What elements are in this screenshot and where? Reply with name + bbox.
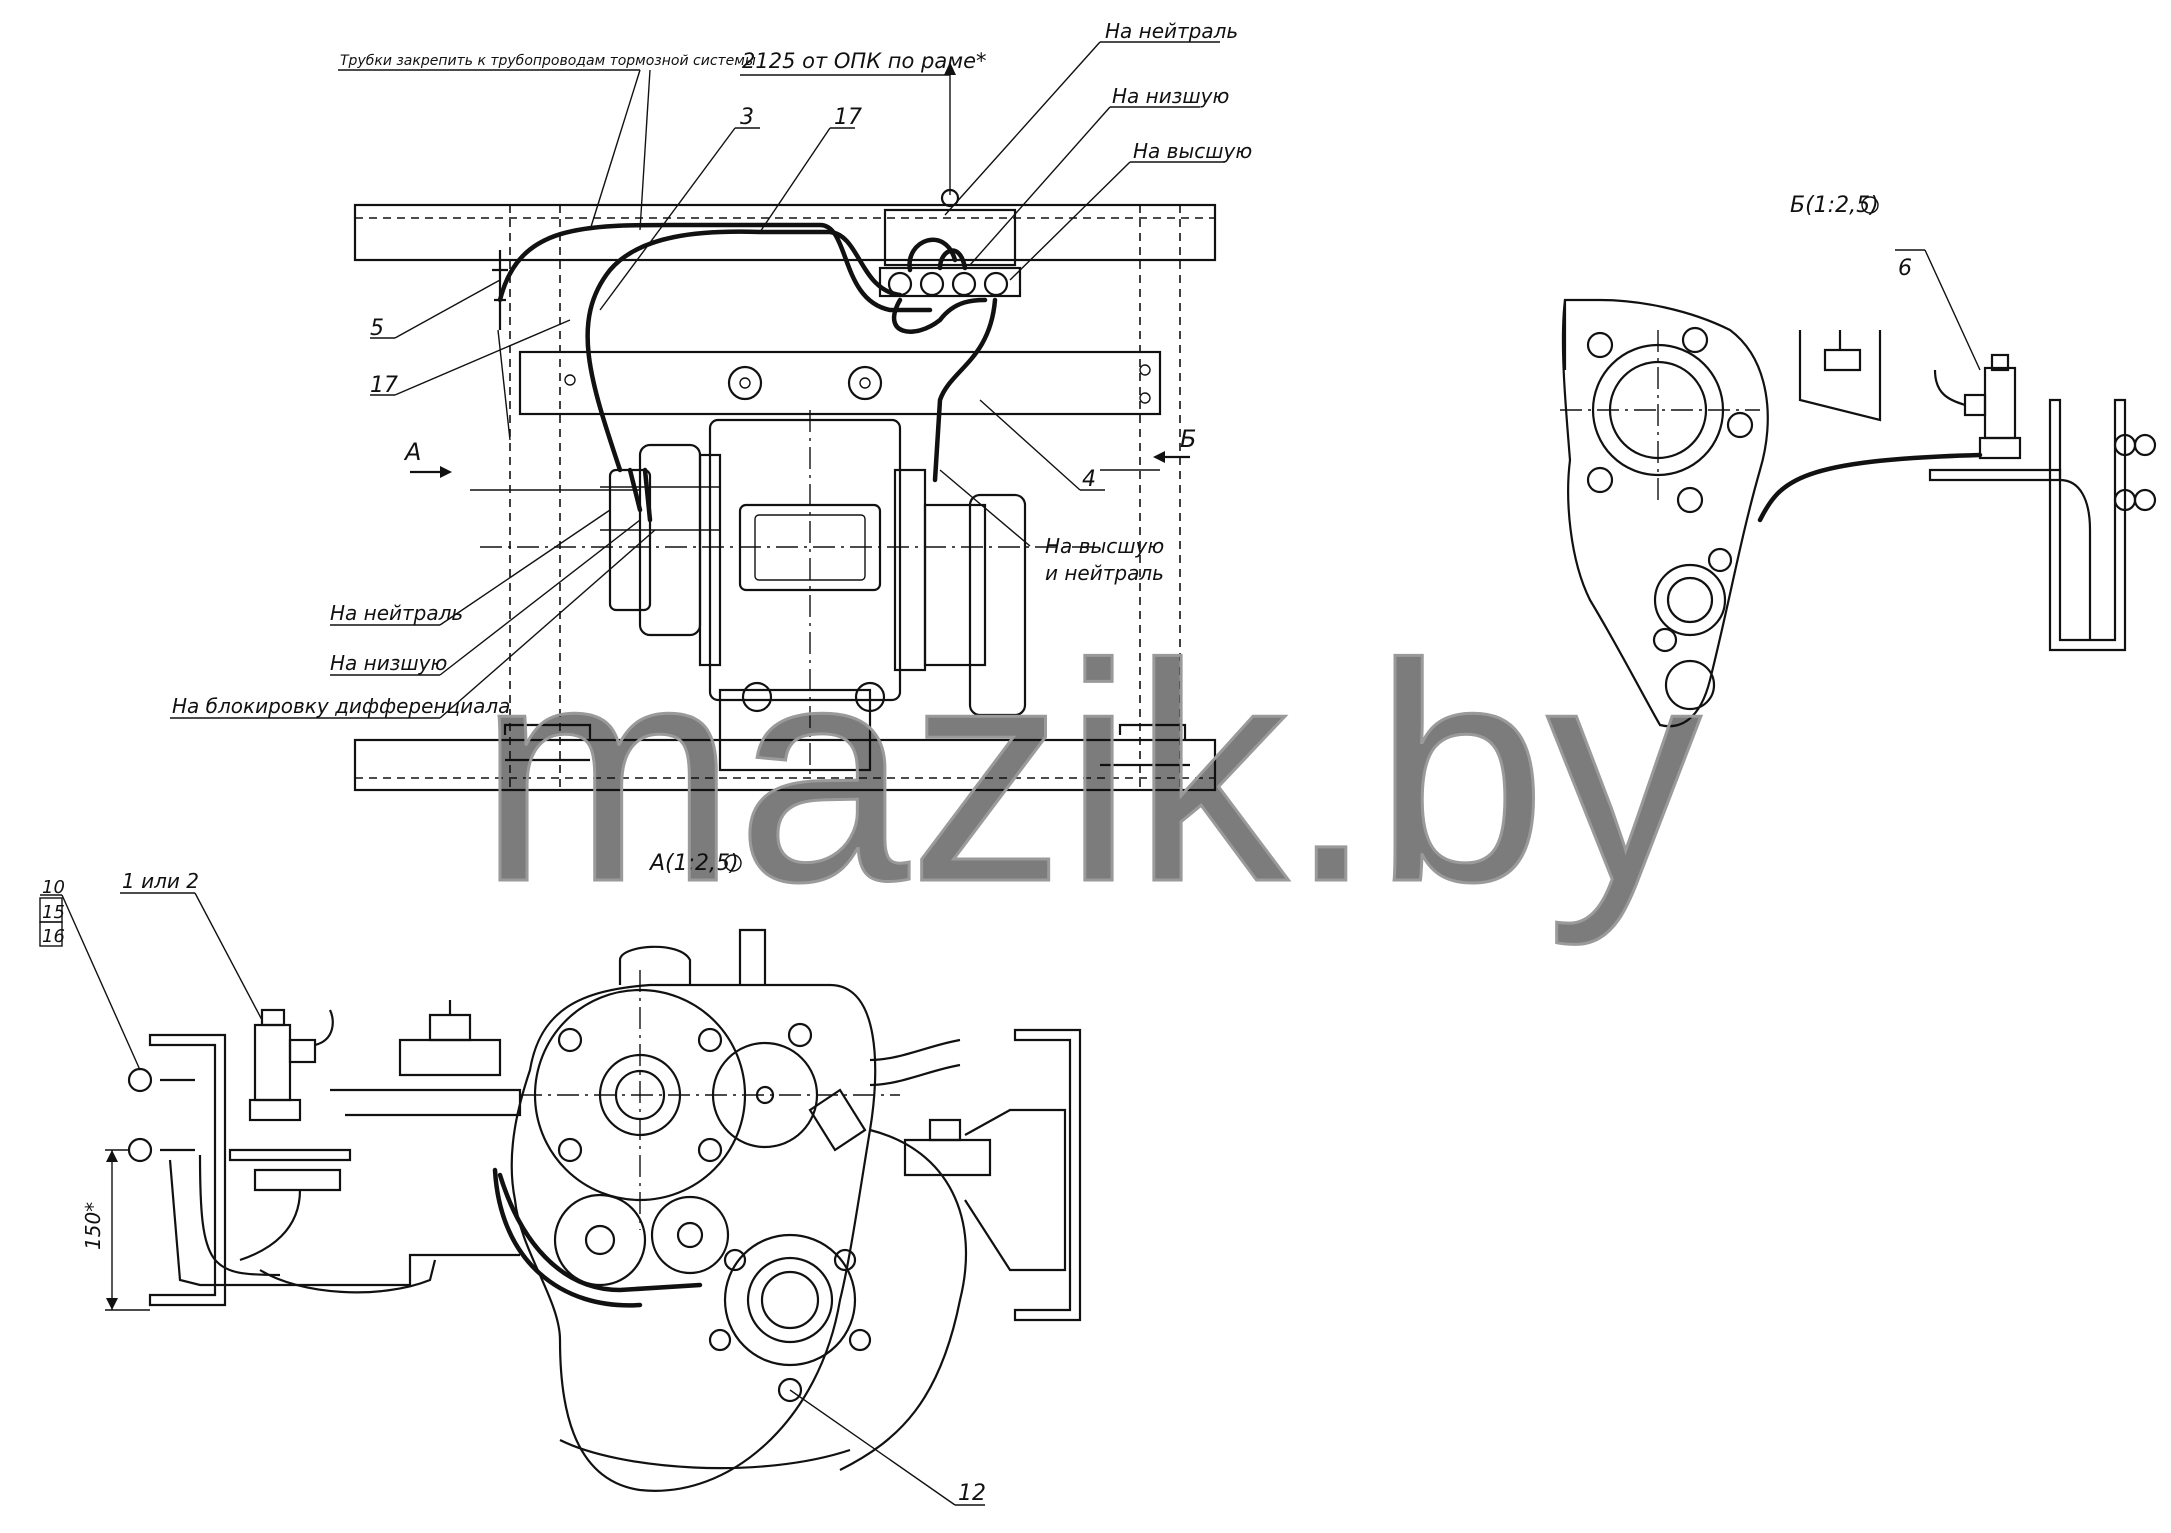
view-b: Б(1:2,5) 6	[1560, 193, 2157, 728]
label-low-top: На низшую	[1112, 84, 1229, 108]
watermark: mazik.by	[477, 598, 1703, 950]
callout-17-upper: 17	[834, 105, 862, 130]
tube-17	[497, 222, 933, 313]
label-neutral-top: На нейтраль	[1105, 19, 1238, 43]
label-high-neutral-1: На высшую	[1045, 534, 1164, 558]
callout-12: 12	[958, 1481, 986, 1506]
callout-17-lower: 17	[370, 373, 398, 398]
arrow-a-label: А	[403, 438, 421, 466]
frame-rail-lower	[353, 738, 1217, 792]
arrow-b-label: Б	[1180, 425, 1196, 453]
label-low-left: На низшую	[330, 651, 447, 675]
dimension-150: 150*	[81, 1202, 105, 1250]
callout-15: 15	[42, 902, 65, 923]
callout-5: 5	[370, 316, 384, 341]
arrow-a: А	[403, 438, 640, 491]
callout-1-or-2: 1 или 2	[122, 869, 199, 893]
label-high-top: На высшую	[1133, 139, 1252, 163]
watermark-text: mazik.by	[478, 599, 1701, 948]
frame-rail-upper	[353, 203, 1217, 262]
label-high-neutral-2: и нейтраль	[1045, 561, 1164, 585]
callout-3: 3	[740, 105, 754, 130]
arrow-b: Б	[1100, 425, 1196, 471]
transfer-case-end	[510, 928, 968, 1492]
callout-6: 6	[1898, 256, 1912, 281]
view-a: А(1:2,5)	[39, 851, 1082, 1506]
crossmember	[518, 350, 1162, 416]
label-neutral-left: На нейтраль	[330, 601, 463, 625]
view-a-title: А(1:2,5)	[648, 851, 739, 876]
view-b-title: Б(1:2,5)	[1790, 193, 1879, 218]
dimension-note: 2125 от ОПК по раме*	[742, 49, 987, 73]
tube-4	[932, 297, 998, 483]
label-diff-lock: На блокировку дифференциала	[172, 694, 510, 718]
callout-16: 16	[42, 926, 65, 947]
tube-3	[585, 229, 903, 473]
top-view: А Б	[170, 19, 1252, 792]
callout-10: 10	[42, 877, 65, 898]
note-tubes: Трубки закрепить к трубопроводам тормозн…	[340, 53, 756, 69]
callout-4: 4	[1082, 467, 1096, 492]
